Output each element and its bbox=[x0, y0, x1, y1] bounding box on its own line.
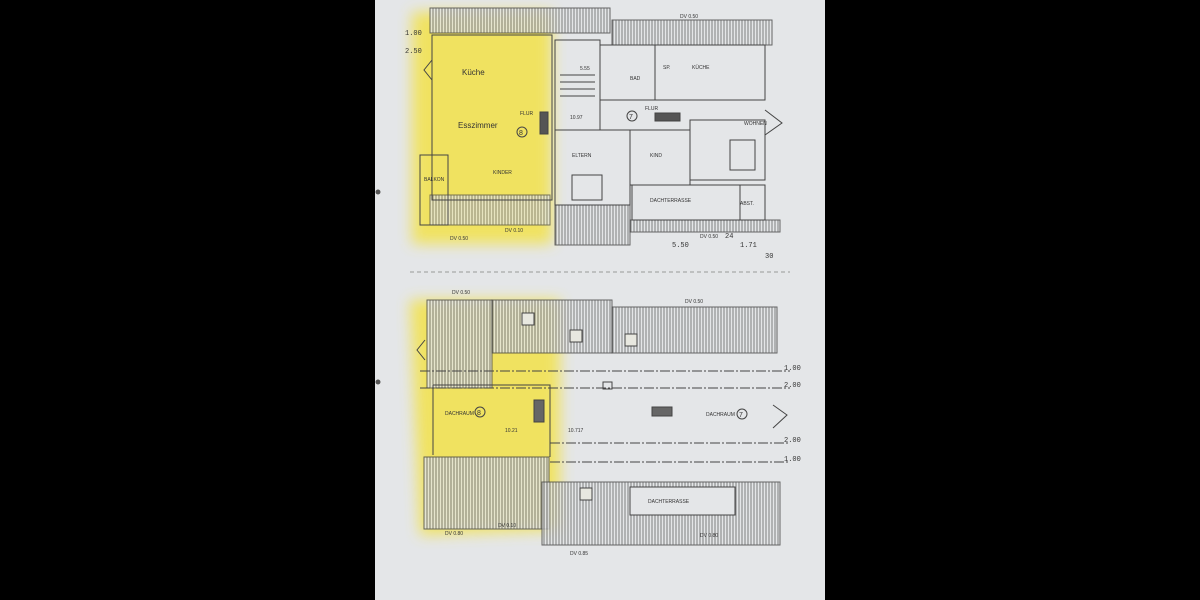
unit-number: 7 bbox=[629, 114, 633, 121]
unit-number: 7 bbox=[739, 412, 743, 419]
dimension: DV 0.10 bbox=[505, 228, 523, 234]
punch-hole bbox=[375, 379, 381, 385]
dimension: 30 bbox=[765, 253, 773, 261]
room-label: BAD bbox=[630, 76, 641, 82]
room-label: DACHRAUM bbox=[706, 412, 735, 418]
dimension: 2.00 bbox=[784, 382, 801, 390]
dimension: 24 bbox=[725, 233, 733, 241]
dimension: DV 0.10 bbox=[498, 523, 516, 529]
dimension: 1.00 bbox=[405, 30, 422, 38]
dimension: 1.00 bbox=[784, 456, 801, 464]
dimension: DV 0.50 bbox=[680, 14, 698, 20]
level-mark: 10.21 bbox=[505, 428, 518, 434]
room-label: KÜCHE bbox=[692, 64, 710, 71]
punch-hole bbox=[375, 189, 381, 195]
room-label: ABST. bbox=[740, 201, 754, 207]
room-label: KIND bbox=[650, 153, 662, 159]
room-label: FLUR bbox=[645, 106, 658, 112]
dimension: DV 0.80 bbox=[700, 533, 718, 539]
attic-floor-labels: DACHRAUM DACHRAUM DACHTERRASSE 8 7 1.00 … bbox=[445, 290, 801, 557]
unit-number: 8 bbox=[519, 130, 523, 137]
upper-floor-labels: Küche Esszimmer FLUR KINDER BALKON BAD S… bbox=[405, 14, 773, 261]
dimension: DV 0.85 bbox=[570, 551, 588, 557]
room-label: Küche bbox=[462, 68, 485, 77]
room-label: KINDER bbox=[493, 170, 512, 176]
room-label: DACHTERRASSE bbox=[650, 198, 692, 204]
dimension: 5.50 bbox=[672, 242, 689, 250]
room-label: BALKON bbox=[424, 177, 445, 183]
room-label: DACHTERRASSE bbox=[648, 499, 690, 505]
dimension: 2.50 bbox=[405, 48, 422, 56]
level-mark: 10.97 bbox=[570, 115, 583, 121]
dimension: DV 0.50 bbox=[450, 236, 468, 242]
room-label: SP. bbox=[663, 65, 670, 71]
dimension: 2.00 bbox=[784, 437, 801, 445]
room-label: DACHRAUM bbox=[445, 411, 474, 417]
level-mark: 10.717 bbox=[568, 428, 584, 434]
dimension: DV 0.50 bbox=[700, 234, 718, 240]
room-label: FLUR bbox=[520, 111, 533, 117]
room-label: WOHNEN bbox=[744, 121, 767, 127]
room-label: ELTERN bbox=[572, 153, 592, 159]
dimension: DV 0.80 bbox=[445, 531, 463, 537]
dimension: DV 0.50 bbox=[685, 299, 703, 305]
unit-number: 8 bbox=[477, 410, 481, 417]
dimension: 1.71 bbox=[740, 242, 757, 250]
dimension: 1.00 bbox=[784, 365, 801, 373]
room-label: Esszimmer bbox=[458, 121, 498, 130]
level-mark: 5.55 bbox=[580, 66, 590, 72]
upper-floor-plan bbox=[419, 7, 783, 246]
attic-floor-plan bbox=[416, 299, 790, 546]
dimension: DV 0.50 bbox=[452, 290, 470, 296]
